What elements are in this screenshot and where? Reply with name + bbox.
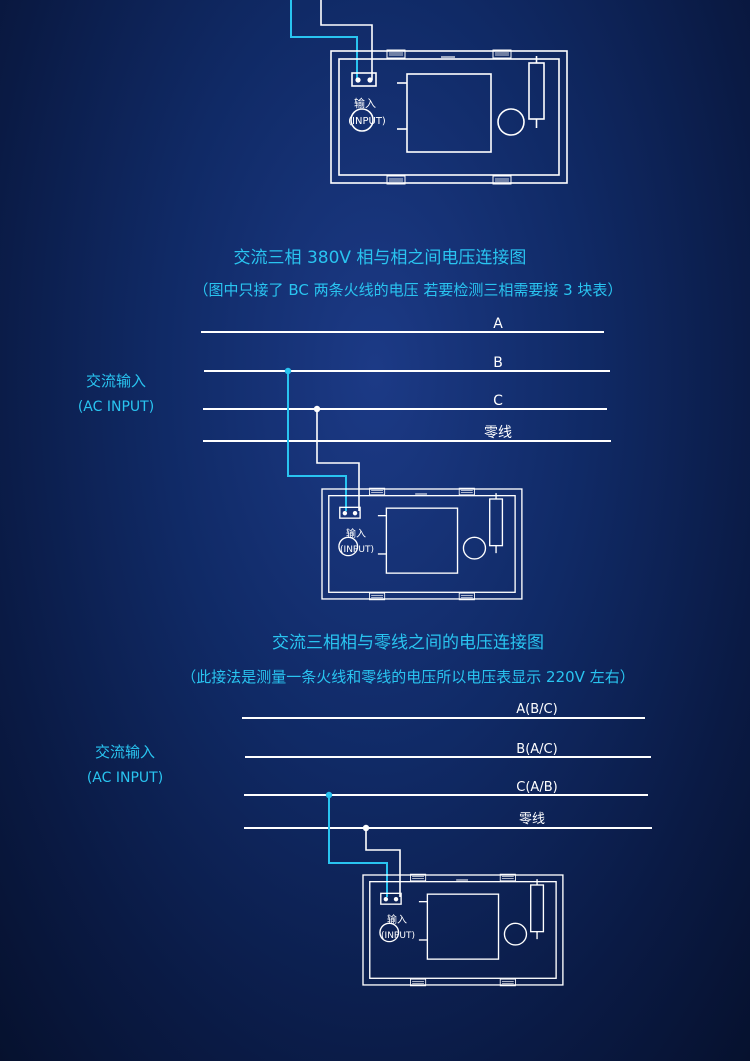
section3-subtitle: （此接法是测量一条火线和零线的电压所以电压表显示 220V 左右） xyxy=(181,668,634,686)
line-label-B: B xyxy=(493,355,503,371)
meter-input-cn: 输入 xyxy=(354,96,376,110)
meter3-input-cn: 输入 xyxy=(387,913,407,926)
section2-lines: A B C 零线 xyxy=(201,316,611,442)
meter3-input-en: (INPUT) xyxy=(381,931,415,941)
section2-title: 交流三相 380V 相与相之间电压连接图 xyxy=(234,248,527,268)
line3-label-3: 零线 xyxy=(519,812,545,827)
section2-wires xyxy=(284,367,360,511)
wire-cyan-C xyxy=(328,795,388,897)
section2-ac-input-cn: 交流输入 xyxy=(86,372,146,390)
meter-section3 xyxy=(362,873,564,987)
line-label-neutral: 零线 xyxy=(484,425,512,441)
section2-ac-input-en: (AC INPUT) xyxy=(78,399,154,415)
top-meter-group: 输入 (INPUT) xyxy=(290,0,568,185)
junction-C xyxy=(313,405,321,413)
line-label-A: A xyxy=(493,316,503,332)
section3-title: 交流三相相与零线之间的电压连接图 xyxy=(272,633,544,653)
meter-input-en: (INPUT) xyxy=(348,116,386,127)
junction-B xyxy=(284,367,292,375)
line3-label-1: B(A/C) xyxy=(516,742,557,757)
meter2-input-en: (INPUT) xyxy=(340,545,374,555)
wire-white-neutral xyxy=(365,828,401,897)
wire-white-C xyxy=(316,409,360,511)
meter2-input-cn: 输入 xyxy=(346,527,366,540)
wire-cyan-top xyxy=(290,0,358,80)
section3-wires xyxy=(325,791,401,897)
junction-neutral xyxy=(362,824,370,832)
line3-label-2: C(A/B) xyxy=(516,780,557,795)
wire-cyan-B xyxy=(287,371,347,511)
line3-label-0: A(B/C) xyxy=(516,702,557,717)
section3-ac-input-cn: 交流输入 xyxy=(95,743,155,761)
meter-section2 xyxy=(321,487,523,601)
section3-ac-input-en: (AC INPUT) xyxy=(87,770,163,786)
line-label-C: C xyxy=(493,393,503,409)
section2-subtitle: （图中只接了 BC 两条火线的电压 若要检测三相需要接 3 块表） xyxy=(194,281,623,299)
wire-white-top xyxy=(320,0,373,80)
section3-lines: A(B/C) B(A/C) C(A/B) 零线 xyxy=(242,702,652,829)
junction-C3 xyxy=(325,791,333,799)
